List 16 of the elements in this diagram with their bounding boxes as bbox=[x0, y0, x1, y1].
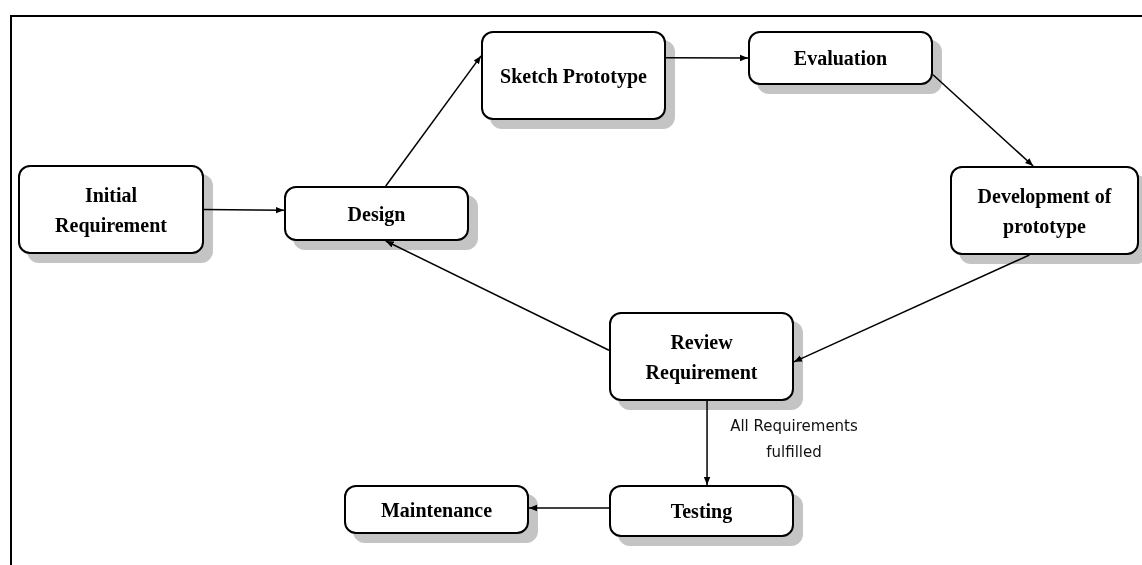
arrow bbox=[203, 206, 285, 214]
arrow bbox=[703, 400, 711, 486]
box-label: Design bbox=[347, 201, 406, 228]
box-label: Sketch Prototype bbox=[500, 63, 647, 90]
box-label: Review Requirement bbox=[644, 329, 759, 386]
box-label: Evaluation bbox=[793, 46, 888, 71]
box-label: Maintenance bbox=[380, 497, 493, 523]
arrow bbox=[665, 54, 749, 62]
arrow bbox=[385, 55, 482, 187]
arrow bbox=[932, 74, 1034, 167]
arrow bbox=[385, 240, 610, 351]
box-label: Development of prototype bbox=[976, 183, 1113, 240]
box-label: Initial Requirement bbox=[54, 182, 168, 239]
arrow bbox=[793, 254, 1031, 363]
box-label: Testing bbox=[670, 499, 733, 525]
arrow bbox=[528, 504, 610, 512]
